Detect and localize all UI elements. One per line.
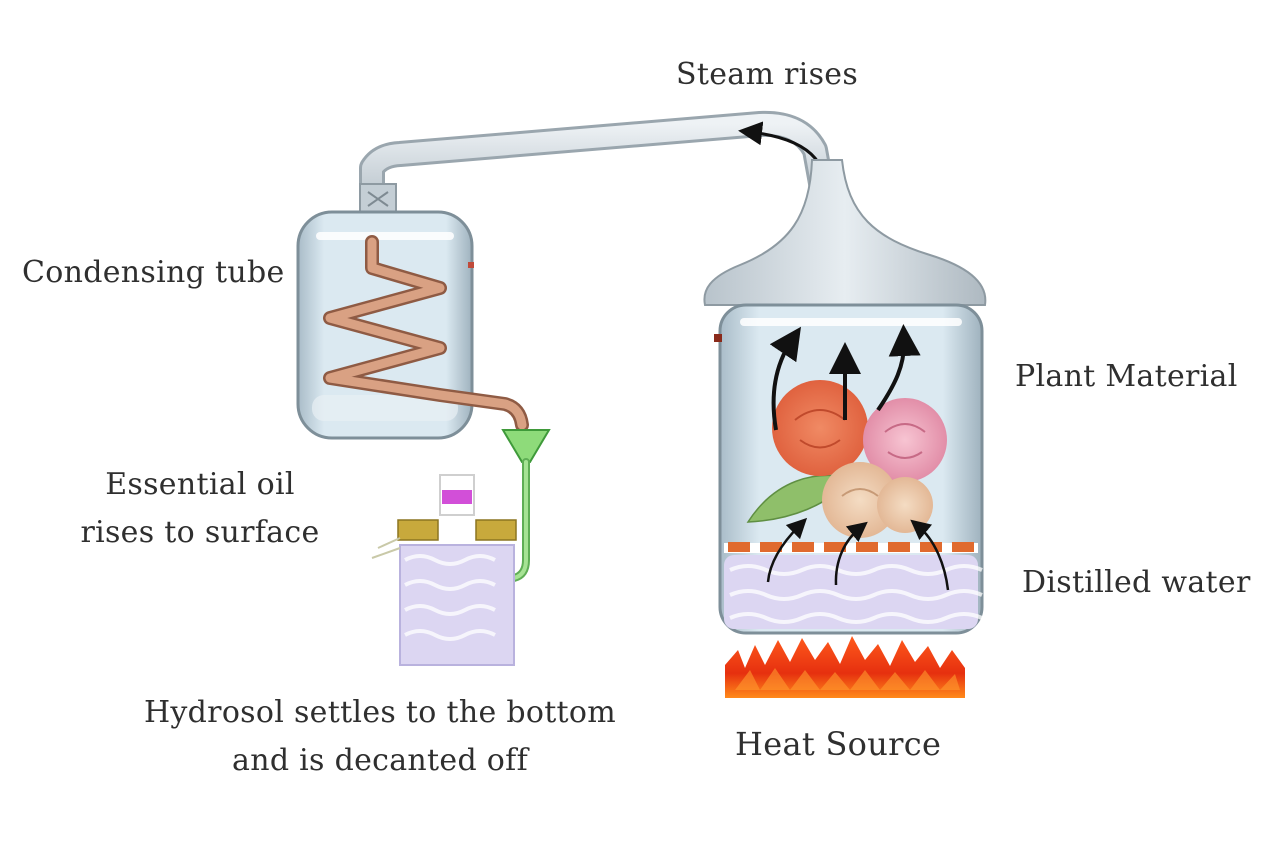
steam-through-plate-arrows <box>766 517 950 591</box>
rose-pink <box>863 398 947 482</box>
copper-coil <box>323 235 529 432</box>
collection-funnel <box>501 429 551 582</box>
label-distilled-water: Distilled water <box>1022 565 1251 600</box>
separator-jar <box>371 474 517 666</box>
condenser-vessel <box>296 210 474 440</box>
label-condensing-tube: Condensing tube <box>22 255 285 290</box>
vessel-mark <box>714 334 722 342</box>
label-hydrosol-line2: and is decanted off <box>232 743 528 778</box>
jar-cap-right <box>475 519 517 541</box>
label-hydrosol-line1: Hydrosol settles to the bottom <box>143 695 617 730</box>
vapor-pipe <box>359 110 838 218</box>
label-essential-oil-line1: Essential oil <box>105 467 295 502</box>
plant-material-flowers <box>746 380 947 538</box>
flame-heat-source <box>725 636 965 698</box>
label-plant-material: Plant Material <box>1015 359 1238 394</box>
still-dome <box>703 159 987 306</box>
rose-orange <box>772 380 868 476</box>
rose-peach <box>822 462 898 538</box>
perforated-plate <box>728 542 974 552</box>
label-essential-oil-line2: rises to surface <box>80 515 320 550</box>
condenser-mark <box>468 262 474 268</box>
jar-cap-left <box>397 519 439 541</box>
label-heat-source: Heat Source <box>735 725 942 763</box>
essential-oil-layer <box>442 490 472 504</box>
vapor-arrows <box>769 324 921 431</box>
label-steam-rises: Steam rises <box>676 57 859 92</box>
